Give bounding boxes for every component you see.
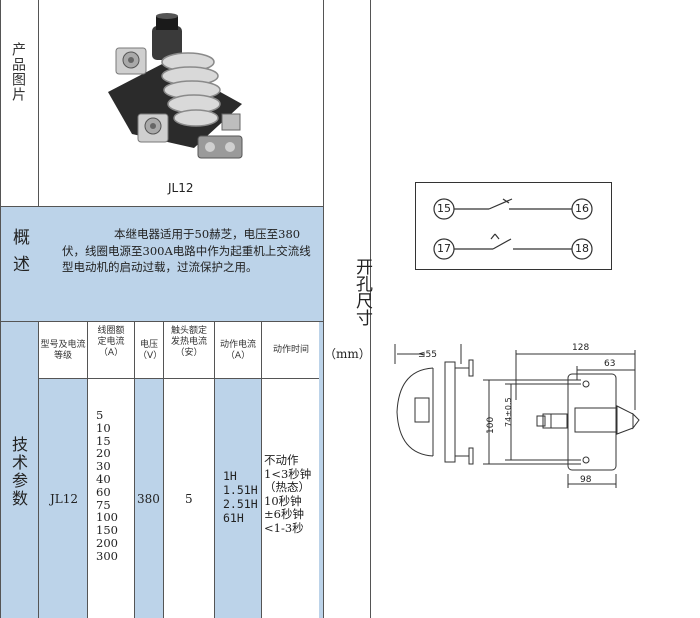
coil-current-value: 10	[96, 420, 111, 435]
action-time-value: 不动作	[264, 453, 299, 467]
model-cell-fill	[39, 379, 87, 618]
dim-55: ≤55	[418, 350, 437, 360]
action-current-value: 1H	[223, 469, 237, 483]
row-divider-2	[0, 321, 324, 322]
dim-74: 74±0.5	[504, 397, 513, 427]
dimension-drawing	[394, 344, 640, 488]
action-current-list: 1H 1.51H 2.51H 61H	[223, 469, 258, 525]
terminal-18: 18	[575, 242, 589, 255]
coil-current-value: 30	[96, 459, 111, 474]
coil-current-value: 5	[96, 408, 104, 422]
coil-current-value: 40	[96, 471, 111, 486]
mounting-dims-unit: （mm）	[324, 347, 371, 361]
coil-current-value: 100	[96, 510, 118, 525]
action-current-cell-fill	[214, 379, 261, 618]
row-divider-1	[0, 206, 324, 207]
action-time-list: 不动作 1<3秒钟 （热态） 10秒钟 ±6秒钟 <1-3秒	[264, 453, 320, 535]
header-action-current: 动作电流（A）	[219, 340, 256, 361]
action-time-value: 10秒钟	[264, 493, 302, 508]
dim-63: 63	[604, 359, 616, 369]
coil-current-value: 300	[96, 548, 118, 563]
col-divider-5	[261, 321, 262, 618]
action-time-value: 1<3秒钟	[264, 466, 312, 481]
header-contact-current: 触头额定发热电流（安）	[170, 326, 207, 358]
relay-product-image	[108, 13, 243, 159]
header-divider	[38, 378, 324, 379]
coil-current-value: 150	[96, 523, 118, 538]
coil-current-value: 75	[96, 497, 111, 512]
contact-schematic	[415, 182, 612, 270]
dim-128: 128	[572, 343, 590, 353]
action-time-cell-fill	[319, 322, 323, 618]
dim-98: 98	[580, 475, 592, 485]
coil-current-value: 15	[96, 433, 111, 448]
voltage-cell-fill	[135, 379, 163, 618]
overview-fill	[1, 207, 323, 321]
action-time-value: （热态）	[264, 480, 310, 494]
terminal-16: 16	[575, 202, 589, 215]
action-time-value: <1-3秒	[264, 520, 304, 535]
action-current-value: 61H	[223, 511, 244, 525]
terminal-17: 17	[437, 242, 451, 255]
col-divider-4	[214, 321, 215, 618]
tech-label-fill	[1, 322, 38, 618]
coil-current-list: 5 10 15 20 30 40 60 75 100 150 200 300	[96, 409, 118, 563]
coil-current-value: 20	[96, 446, 111, 461]
action-time-value: ±6秒钟	[264, 507, 304, 521]
header-action-time: 动作时间	[272, 345, 309, 355]
table-right-border	[323, 0, 324, 618]
col-divider-3	[163, 321, 164, 618]
action-current-value: 1.51H	[223, 483, 258, 497]
dims-divider	[370, 0, 371, 618]
product-caption: JL12	[168, 181, 194, 195]
model-value: JL12	[50, 492, 79, 506]
contact-current-value: 5	[185, 492, 193, 506]
col-divider-2	[134, 321, 135, 618]
header-coil-current: 线圈额定电流（A）	[97, 326, 125, 358]
tech-params-label: 技术参数	[9, 436, 28, 508]
header-voltage: 电压（V）	[138, 340, 163, 361]
terminal-15: 15	[437, 202, 451, 215]
overview-text: 本继电器适用于50赫芝，电压至380伏，线圈电源至300A电路中作为起重机上交流…	[62, 227, 311, 274]
coil-current-value: 200	[96, 535, 118, 550]
col-divider-1	[87, 321, 88, 618]
product-image-label: 产品图片	[10, 42, 26, 102]
overview-label: 概述	[9, 228, 29, 282]
coil-current-value: 60	[96, 484, 111, 499]
header-model: 型号及电流等级	[40, 340, 86, 361]
dim-100: 100	[486, 416, 496, 434]
voltage-value: 380	[137, 492, 160, 506]
mounting-dims-label: 开孔尺寸	[352, 258, 372, 326]
action-current-value: 2.51H	[223, 497, 258, 511]
table-left-border	[0, 0, 1, 618]
